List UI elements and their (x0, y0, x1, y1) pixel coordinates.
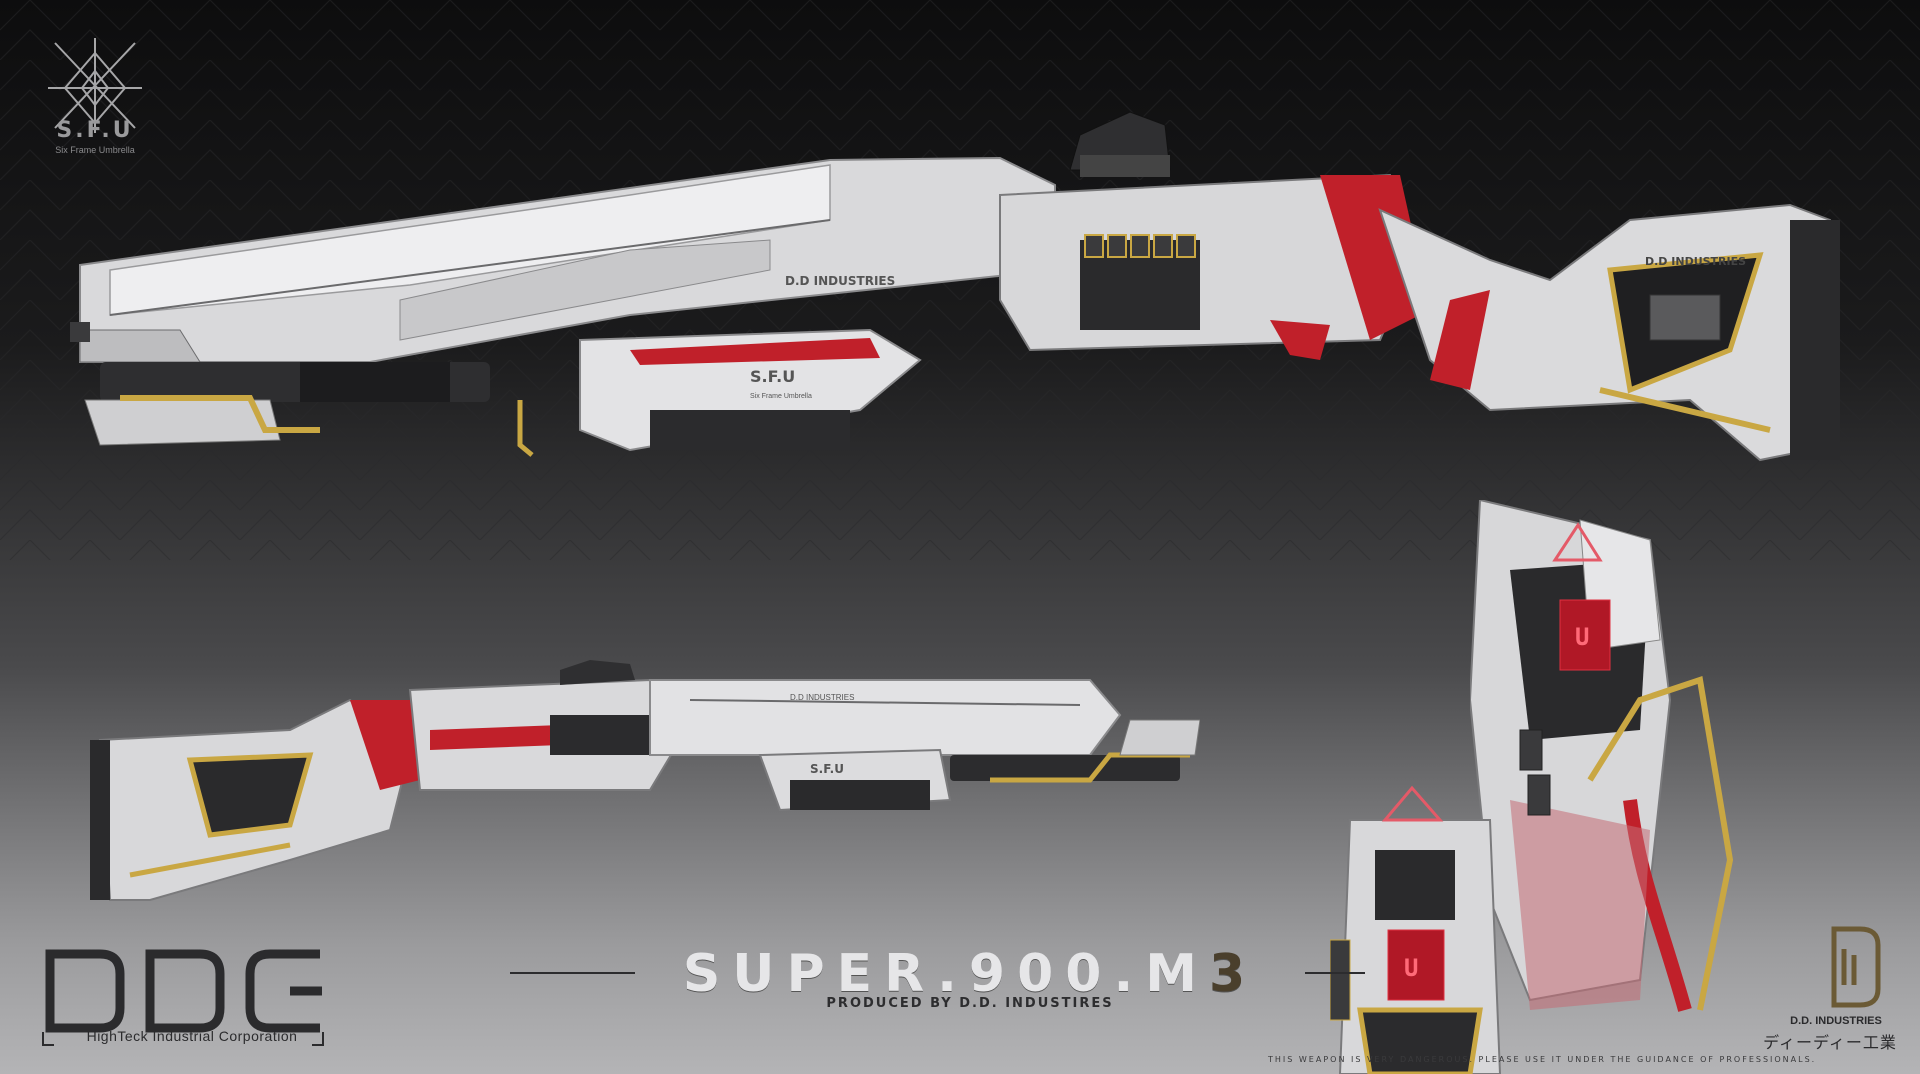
maker-japanese-name: ディーディー工業 (1763, 1035, 1897, 1052)
product-title-main: SUPER.900.M (682, 944, 1209, 1004)
front-view-digital-display: U (1404, 954, 1418, 982)
product-title-suffix: 3 (1208, 944, 1258, 1004)
title-rule-left (510, 972, 635, 974)
front-view-shotgun-render: U (1330, 785, 1502, 1074)
maker-name: D.D. INDUSTRIES (1790, 1015, 1882, 1027)
rear-view-shotgun-render: U (1470, 500, 1734, 1012)
side-view-shotgun-render: D.D INDUSTRIES S.F.U (90, 660, 1200, 901)
sfu-logo-subtitle: Six Frame Umbrella (55, 145, 135, 155)
gun-dd-industries-mark: D.D INDUSTRIES (785, 274, 895, 288)
title-rule-right (1305, 972, 1365, 974)
product-title: SUPER.900.M3 (650, 944, 1290, 1004)
produced-by-label: PRODUCED BY D.D. INDUSTIRES (826, 996, 1114, 1011)
side-gun-sfu-mark: S.F.U (810, 762, 844, 776)
gun-sfu-sub-mark: Six Frame Umbrella (750, 393, 812, 400)
sfu-emblem-icon (48, 38, 142, 133)
ddc-logo-icon (45, 949, 322, 1033)
company-name: HighTeck Industrial Corporation (86, 1028, 298, 1044)
sfu-logo-title: S.F.U (56, 118, 134, 143)
ddc-bracket-right (312, 1032, 324, 1046)
side-gun-dd-mark: D.D INDUSTRIES (790, 693, 854, 702)
gun-sfu-mark: S.F.U (750, 367, 795, 386)
ddc-bracket-left (42, 1032, 54, 1046)
dd-industries-logo-icon (1831, 926, 1881, 1008)
safety-disclaimer: THIS WEAPON IS VERY DANGEROUS. PLEASE US… (1268, 1055, 1817, 1064)
main-shotgun-render: S.F.U Six Frame Umbrella D.D INDUSTRIES … (70, 111, 1840, 462)
gun-stock-mark: D.D INDUSTRIES (1645, 255, 1746, 268)
rear-view-digital-display: U (1575, 623, 1589, 651)
